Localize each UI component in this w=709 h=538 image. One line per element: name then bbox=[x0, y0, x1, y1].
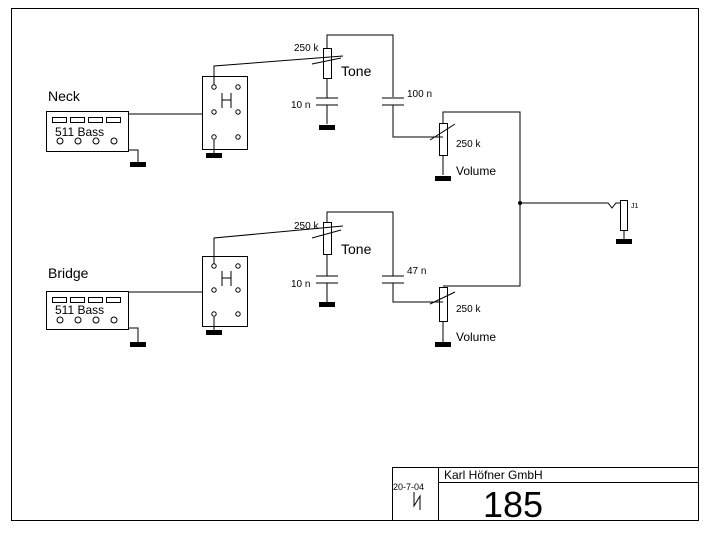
ground-symbol bbox=[435, 342, 451, 347]
junction-dot bbox=[518, 201, 522, 205]
bridge-volume-label: Volume bbox=[456, 330, 496, 344]
neck-pickup-ground-wire bbox=[128, 149, 139, 162]
bridge-tone-pot bbox=[323, 222, 332, 255]
bridge-switch-to-tone-wire bbox=[213, 225, 344, 264]
bridge-pickup-ground-wire bbox=[128, 327, 139, 342]
neck-coupling-cap-value: 100 n bbox=[407, 89, 432, 100]
neck-tone-pot-value: 250 k bbox=[294, 43, 319, 54]
signature-mark bbox=[413, 492, 421, 510]
jack-label: J1 bbox=[631, 203, 639, 210]
bridge-tone-top-wire bbox=[326, 211, 394, 276]
neck-tone-label: Tone bbox=[341, 63, 372, 79]
bridge-cap-to-volume-wire bbox=[392, 283, 443, 303]
bridge-tone-pot-value: 250 k bbox=[294, 221, 319, 232]
bridge-label: Bridge bbox=[48, 265, 89, 281]
bridge-pickup-label: 511 Bass bbox=[55, 303, 104, 317]
ground-symbol bbox=[130, 342, 146, 347]
neck-cap-to-volume-wire bbox=[392, 105, 443, 138]
output-wire bbox=[520, 202, 620, 209]
neck-tone-cap-value: 10 n bbox=[291, 100, 310, 111]
ground-symbol bbox=[616, 239, 632, 244]
neck-pickup bbox=[46, 111, 129, 152]
neck-label: Neck bbox=[48, 88, 81, 104]
sheet-border bbox=[11, 8, 699, 521]
neck-volume-label: Volume bbox=[456, 164, 496, 178]
neck-tone-pot bbox=[323, 48, 332, 79]
bridge-tone-label: Tone bbox=[341, 241, 372, 257]
title-block-number: 185 bbox=[483, 484, 543, 525]
neck-tone-top-wire bbox=[326, 34, 394, 97]
title-block-date: 20-7-04 bbox=[393, 482, 424, 492]
title-block-company: Karl Höfner GmbH bbox=[444, 468, 543, 482]
bridge-coupling-cap-value: 47 n bbox=[407, 266, 426, 277]
bridge-volume-pot bbox=[439, 287, 448, 322]
neck-pickup-label: 511 Bass bbox=[55, 125, 104, 139]
bridge-tone-cap-value: 10 n bbox=[291, 279, 310, 290]
ground-symbol bbox=[206, 330, 222, 335]
neck-volume-pot-value: 250 k bbox=[456, 139, 481, 150]
ground-symbol bbox=[206, 153, 222, 158]
bridge-pickup bbox=[46, 291, 129, 330]
bridge-switch bbox=[202, 256, 248, 327]
ground-symbol bbox=[435, 176, 451, 181]
neck-volume-pot bbox=[439, 123, 448, 156]
ground-symbol bbox=[319, 302, 335, 307]
output-bus-wire bbox=[442, 111, 521, 287]
neck-switch-to-tone-wire bbox=[213, 55, 344, 85]
ground-symbol bbox=[130, 162, 146, 167]
ground-symbol bbox=[319, 125, 335, 130]
neck-switch bbox=[202, 76, 248, 150]
output-jack bbox=[620, 200, 628, 231]
bridge-volume-pot-value: 250 k bbox=[456, 304, 481, 315]
ground-symbols bbox=[130, 125, 632, 347]
title-block-frame bbox=[392, 467, 699, 521]
